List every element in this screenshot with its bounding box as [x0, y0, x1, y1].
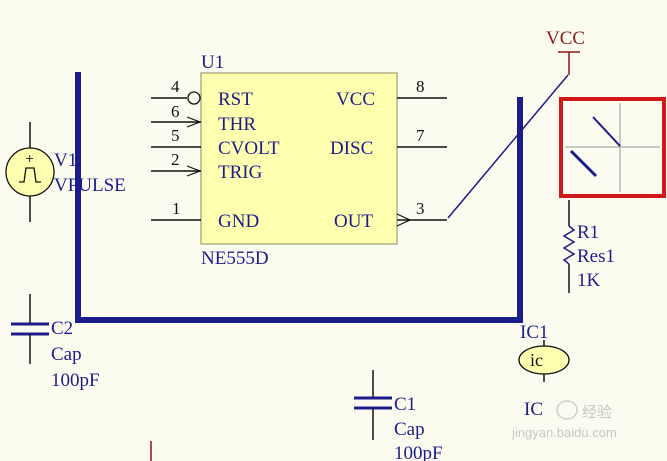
u1-pin-out[interactable]: 3 OUT: [334, 199, 447, 232]
thr-input-arrow-icon: [186, 116, 202, 128]
u1-pin-rst-name: RST: [218, 89, 253, 110]
u1-pin-vcc-number: 8: [416, 77, 425, 96]
paw-logo-icon: [556, 400, 578, 420]
u1-pin-rst[interactable]: 4 RST: [151, 77, 253, 110]
watermark-brand: 经验: [582, 404, 612, 421]
u1-pin-thr-name: THR: [218, 114, 256, 135]
watermark: 经验 jingyan.baidu.com: [511, 400, 617, 440]
u1-pin-trig[interactable]: 2 TRIG: [151, 150, 263, 183]
r1-resistor[interactable]: R1 Res1 1K: [562, 200, 615, 293]
rst-inversion-bubble-icon: [187, 91, 201, 105]
v1-designator: V1: [54, 150, 77, 171]
out-output-arrow-icon: [396, 213, 412, 227]
u1-pin-trig-name: TRIG: [218, 162, 263, 183]
u1-pin-thr-number: 6: [171, 102, 180, 121]
c2-value: 100pF: [51, 370, 100, 391]
u1-pin-disc-number: 7: [416, 126, 425, 145]
ic1-symbol-text: ic: [530, 350, 543, 370]
u1-pin-disc-name: DISC: [330, 138, 373, 159]
v1-plus-sign: +: [25, 152, 34, 165]
c2-capacitor[interactable]: C2 Cap 100pF: [11, 294, 100, 391]
v1-pulse-source[interactable]: + V1 VPULSE: [5, 122, 126, 222]
vcc-label: VCC: [546, 28, 585, 49]
u1-pin-disc[interactable]: 7 DISC: [330, 126, 447, 159]
vcc-power-port[interactable]: VCC: [546, 28, 585, 75]
c1-capacitor[interactable]: C1 Cap 100pF: [354, 370, 443, 461]
c1-comment: Cap: [394, 419, 425, 440]
cursor-diagonal-lower: [569, 149, 598, 178]
u1-pin-cvolt[interactable]: 5 CVOLT: [151, 126, 280, 159]
u1-pin-thr[interactable]: 6 THR: [151, 102, 256, 135]
u1-ne555d[interactable]: U1 NE555D 4 RST 6 THR 5 CVOLT 2 TRIG: [151, 52, 447, 269]
u1-pin-vcc-name: VCC: [336, 89, 375, 110]
u1-body[interactable]: [200, 72, 398, 245]
u1-pin-rst-number: 4: [171, 77, 180, 96]
r1-comment: Res1: [577, 246, 615, 267]
ic1-component[interactable]: IC1 ic IC: [518, 322, 570, 420]
trig-input-arrow-icon: [186, 165, 202, 177]
u1-part-name: NE555D: [201, 248, 269, 269]
u1-pin-cvolt-number: 5: [171, 126, 180, 145]
thick-wire[interactable]: [75, 72, 523, 323]
pulse-waveform-icon: [19, 167, 41, 183]
ic1-comment: IC: [524, 399, 543, 420]
u1-pin-gnd-number: 1: [172, 199, 181, 218]
u1-designator: U1: [201, 52, 224, 73]
wire-out-to-vcc[interactable]: [447, 74, 569, 219]
resistor-zigzag-icon: [562, 225, 576, 265]
ic1-designator: IC1: [520, 322, 549, 343]
u1-pin-gnd-name: GND: [218, 211, 259, 232]
c2-designator: C2: [51, 318, 73, 339]
u1-pin-out-number: 3: [416, 199, 425, 218]
watermark-site: jingyan.baidu.com: [511, 425, 617, 440]
selection-highlight-box[interactable]: [559, 97, 666, 198]
c1-designator: C1: [394, 394, 416, 415]
r1-value: 1K: [577, 270, 601, 291]
u1-pin-out-name: OUT: [334, 211, 373, 232]
c1-value: 100pF: [394, 443, 443, 461]
cursor-diagonal-upper: [592, 116, 621, 147]
c2-comment: Cap: [51, 344, 82, 365]
u1-pin-trig-number: 2: [171, 150, 180, 169]
u1-pin-cvolt-name: CVOLT: [218, 138, 280, 159]
v1-value: VPULSE: [54, 175, 126, 196]
r1-designator: R1: [577, 222, 599, 243]
u1-pin-gnd[interactable]: 1 GND: [151, 199, 259, 232]
u1-pin-vcc[interactable]: 8 VCC: [336, 77, 447, 110]
